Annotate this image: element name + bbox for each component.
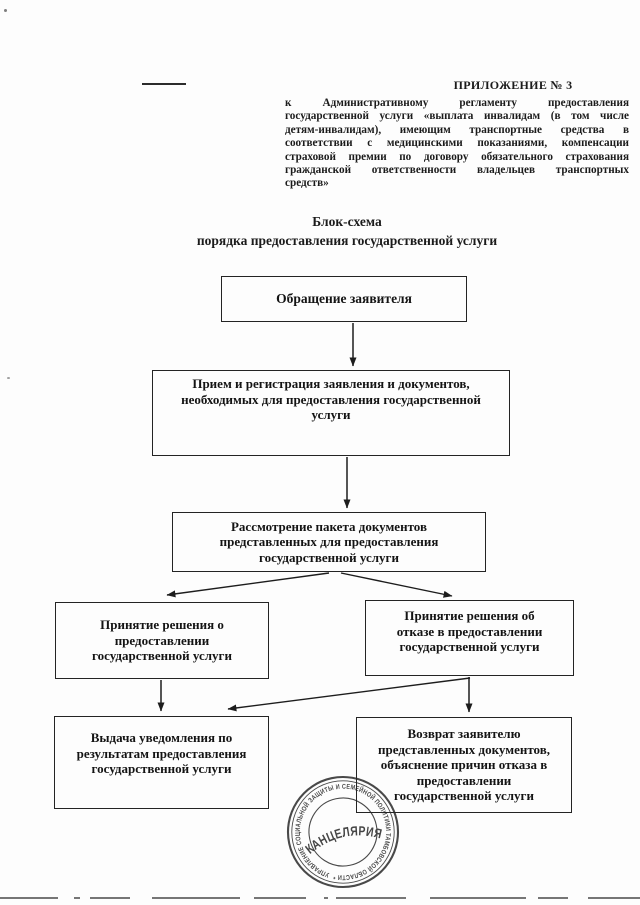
chancellery-stamp: УПРАВЛЕНИЕ СОЦИАЛЬНОЙ ЗАЩИТЫ И СЕМЕЙНОЙ … — [286, 775, 400, 890]
page-mark-dash — [142, 83, 186, 85]
flow-node-return-docs: Возврат заявителю представленных докумен… — [356, 717, 572, 813]
flow-node-decision-refuse: Принятие решения об отказе в предоставле… — [365, 600, 574, 676]
flow-node-review: Рассмотрение пакета документов представл… — [172, 512, 486, 572]
scheme-title: Блок-схема порядка предоставления госуда… — [0, 213, 640, 250]
appendix-title: ПРИЛОЖЕНИЕ № 3 — [453, 78, 573, 92]
stamp-outer-ring — [286, 775, 400, 889]
flow-node-notice-issue: Выдача уведомления по результатам предос… — [54, 716, 269, 809]
arrow-refuse-to-notice — [227, 677, 471, 712]
arrow-review-to-refuse — [340, 572, 453, 598]
flow-node-reception: Прием и регистрация заявления и документ… — [152, 370, 510, 456]
arrow-review-to-grant — [166, 572, 330, 598]
stamp-middle-ring — [291, 780, 395, 884]
stamp-center-text: КАНЦЕЛЯРИЯ — [300, 817, 386, 858]
scheme-title-line1: Блок-схема — [312, 214, 382, 229]
appendix-block: ПРИЛОЖЕНИЕ № 3 к Административному регла… — [285, 78, 629, 191]
scan-speck — [7, 377, 10, 379]
flow-node-decision-grant: Принятие решения о предоставлении госуда… — [55, 602, 269, 679]
scan-bottom-edge — [0, 897, 640, 899]
appendix-body: к Административному регламенту предостав… — [285, 97, 629, 190]
stamp-inner-ring — [308, 797, 378, 867]
scheme-title-line2: порядка предоставления государственной у… — [196, 232, 498, 248]
svg-text:КАНЦЕЛЯРИЯ: КАНЦЕЛЯРИЯ — [300, 817, 386, 858]
scan-speck — [4, 9, 7, 12]
flow-node-applicant-request: Обращение заявителя — [221, 276, 467, 322]
